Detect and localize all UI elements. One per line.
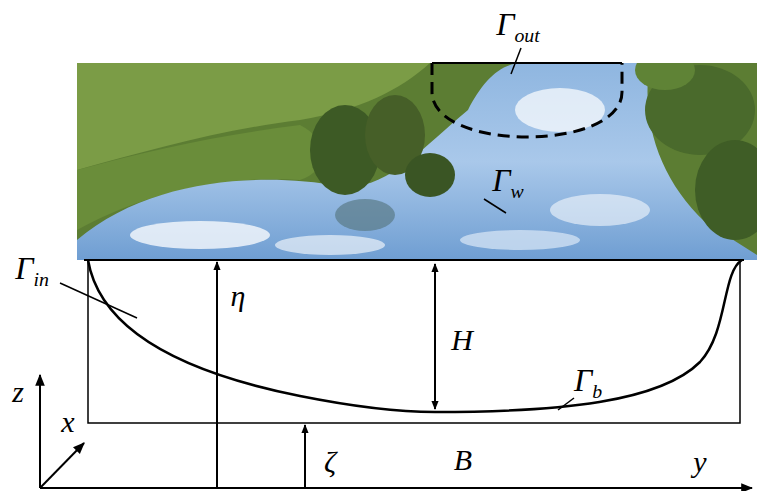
depth-arrow: [434, 264, 436, 409]
zeta-arrow: [304, 425, 306, 488]
symbol-label: H: [451, 325, 473, 355]
river-photo: [77, 63, 757, 260]
bounding-box: [88, 260, 740, 423]
symbol-label: η: [231, 281, 246, 311]
outflow-edge: [432, 62, 622, 64]
boundary-label: Γout: [496, 8, 540, 40]
boundary-label: Γb: [574, 364, 602, 396]
boundary-label: Γw: [492, 164, 523, 196]
leader-line: [511, 48, 521, 74]
leader-line: [60, 283, 137, 318]
leader-line: [558, 398, 574, 410]
symbol-label: y: [693, 447, 706, 477]
eta-arrow: [216, 262, 218, 488]
x-axis: [40, 443, 84, 488]
boundary-label: Γin: [15, 252, 49, 284]
outflow-boundary: [432, 63, 622, 137]
z-axis: [39, 375, 41, 488]
water-surface: [84, 259, 744, 261]
symbol-label: B: [454, 445, 472, 475]
symbol-label: ζ: [324, 447, 336, 477]
symbol-label: x: [61, 407, 74, 437]
y-axis: [40, 487, 752, 489]
bed-profile: [88, 260, 742, 412]
symbol-label: z: [12, 377, 24, 407]
leader-line: [484, 199, 506, 213]
